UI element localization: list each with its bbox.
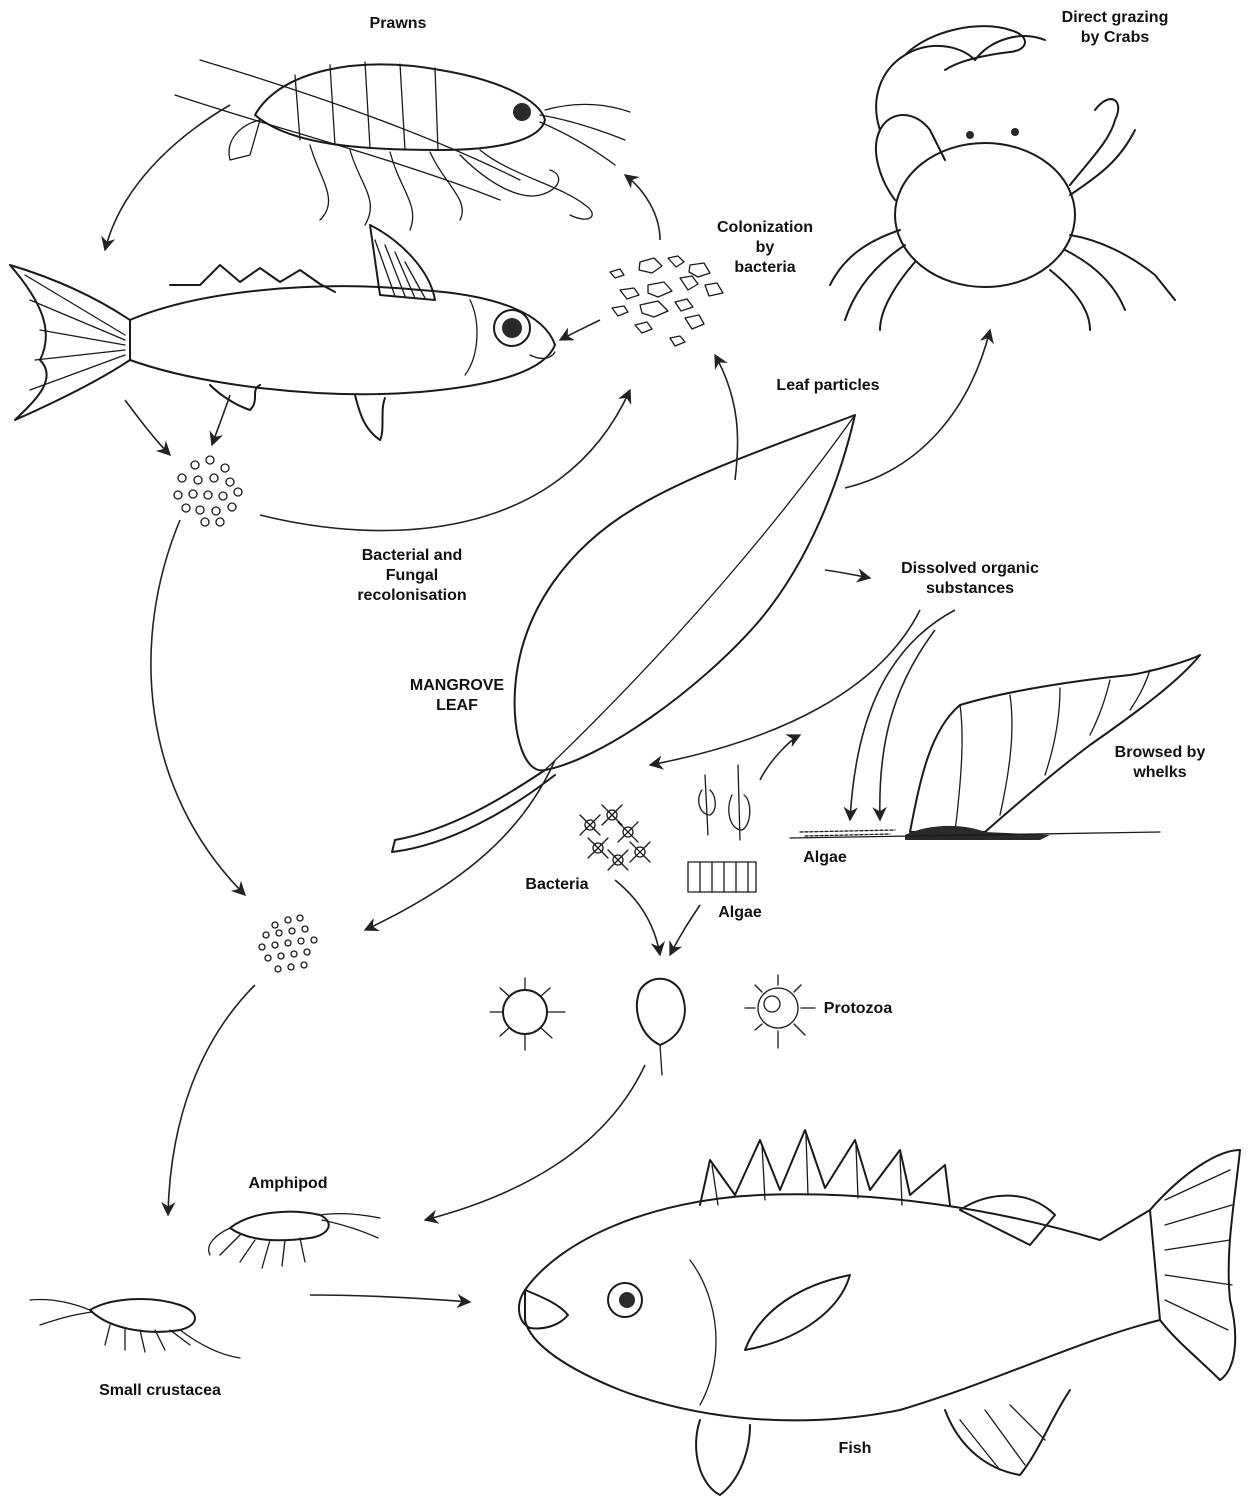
label-bacteria: Bacteria <box>525 876 588 893</box>
label-browsed-line1: Browsed by <box>1115 744 1206 761</box>
label-colonization-line1: Colonization <box>717 219 813 236</box>
label-algae-ground: Algae <box>803 849 847 866</box>
label-colonization-line2: by <box>756 239 775 256</box>
big-fish-drawing <box>519 1130 1240 1495</box>
bacteria-drawing <box>580 805 650 870</box>
leaf-particles-colonized <box>610 256 723 346</box>
label-mangrove-line2: LEAF <box>436 697 478 714</box>
particle-cluster-lower <box>259 915 317 972</box>
small-crustacea-drawing <box>30 1299 240 1358</box>
label-colonization-line3: bacteria <box>734 259 795 276</box>
protozoa-drawing <box>490 975 815 1075</box>
diatom-drawing <box>688 765 756 892</box>
label-direct-grazing-line2: by Crabs <box>1081 29 1150 46</box>
label-prawns: Prawns <box>370 15 427 32</box>
mangrove-leaf-drawing <box>392 415 855 852</box>
arrows <box>105 105 990 1302</box>
prawn-drawing <box>175 60 630 230</box>
label-dissolved-line2: substances <box>926 580 1014 597</box>
crab-drawing <box>830 26 1175 330</box>
label-bacterial-line2: Fungal <box>386 567 438 584</box>
algae-ground-strip <box>800 830 895 836</box>
particle-cluster-upper <box>174 456 242 526</box>
label-fish: Fish <box>839 1440 872 1457</box>
upper-fish-drawing <box>10 225 555 440</box>
label-mangrove-line1: MANGROVE <box>410 677 505 694</box>
label-dissolved-line1: Dissolved organic <box>901 560 1039 577</box>
label-protozoa: Protozoa <box>824 1000 893 1017</box>
amphipod-drawing <box>209 1212 380 1268</box>
label-bacterial-line1: Bacterial and <box>362 547 462 564</box>
label-browsed-line2: whelks <box>1132 764 1186 781</box>
label-direct-grazing-line1: Direct grazing <box>1062 9 1169 26</box>
label-leaf-particles: Leaf particles <box>776 377 879 394</box>
label-small-crustacea: Small crustacea <box>99 1382 221 1399</box>
label-bacterial-line3: recolonisation <box>357 587 466 604</box>
label-algae: Algae <box>718 904 762 921</box>
label-amphipod: Amphipod <box>248 1175 327 1192</box>
